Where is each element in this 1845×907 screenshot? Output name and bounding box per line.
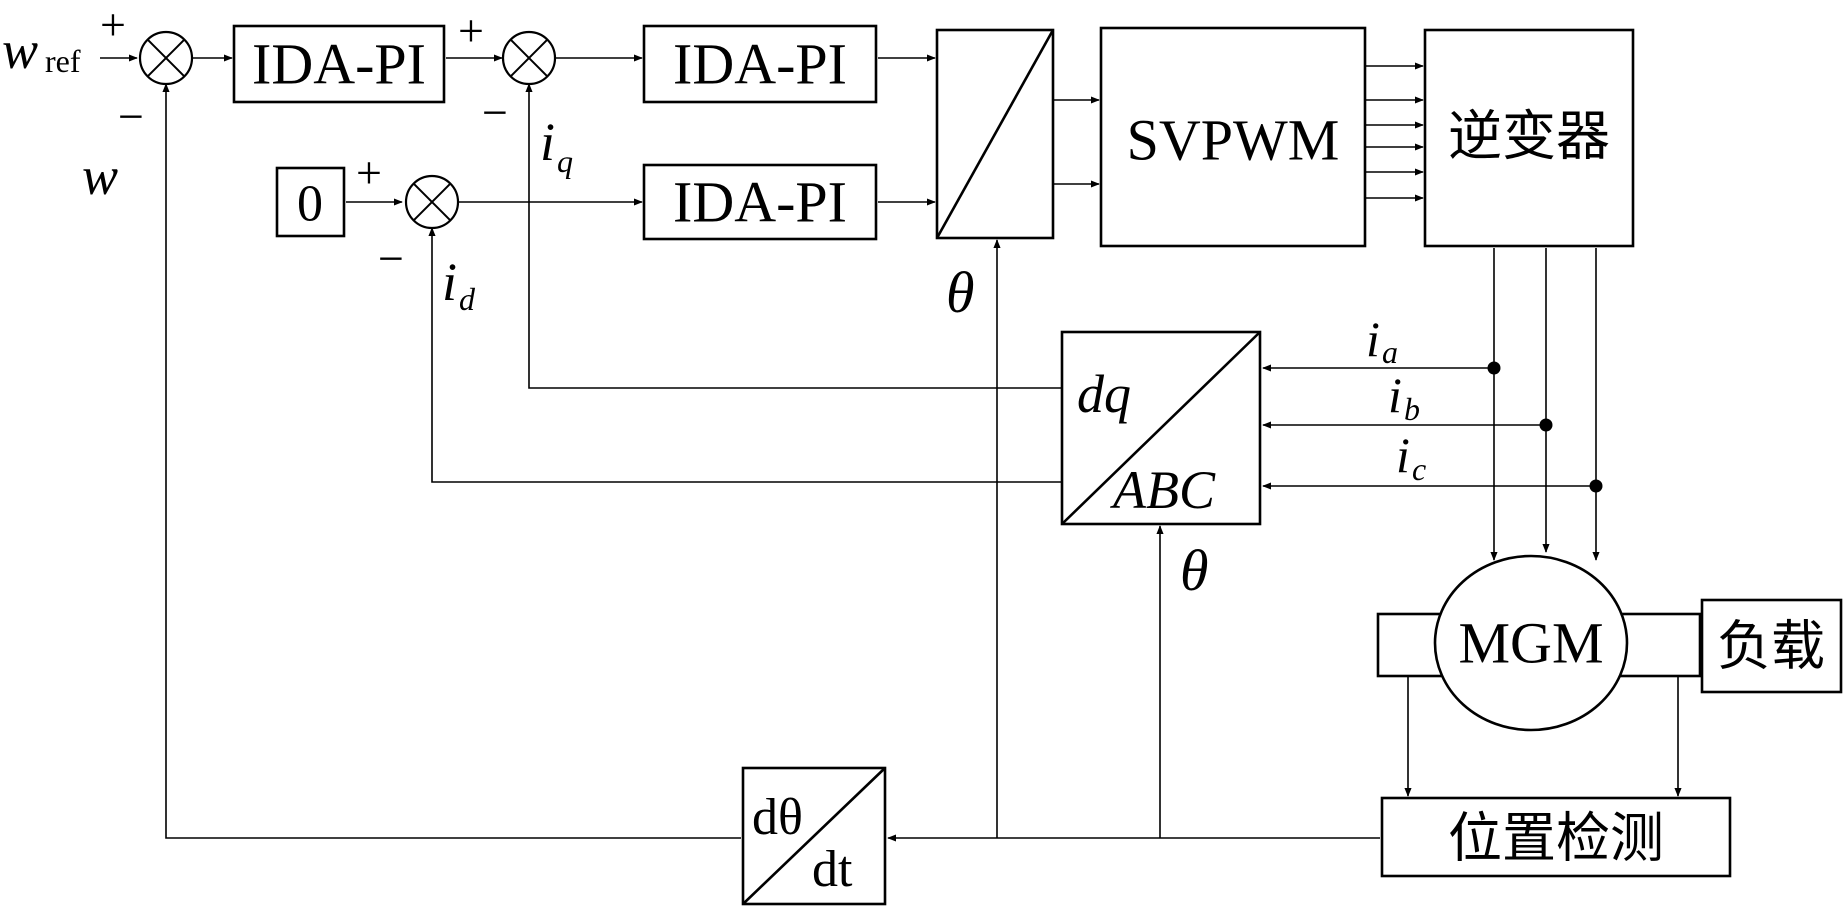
pi-speed-label: IDA-PI (252, 32, 426, 97)
svpwm-block: SVPWM (1099, 26, 1367, 248)
svg-text:ref: ref (45, 43, 81, 79)
derivative-numerator: dθ (752, 789, 803, 846)
sign-minus-id: − (378, 233, 404, 284)
svg-text:i: i (1366, 311, 1380, 367)
svg-text:w: w (2, 20, 38, 80)
inverter-block: 逆变器 (1423, 28, 1635, 248)
label-iq: i q (540, 112, 573, 179)
summer-iq (501, 30, 557, 86)
pi-iq-label: IDA-PI (673, 32, 847, 97)
inverter-label: 逆变器 (1448, 105, 1610, 168)
label-ia: i a (1366, 311, 1398, 370)
sign-plus-id: + (356, 147, 382, 198)
pi-id-block: IDA-PI (642, 163, 878, 241)
junction-dots (1487, 361, 1603, 493)
motor-body (1433, 554, 1629, 732)
load-block: 负载 (1700, 598, 1843, 694)
label-w-feedback: w (82, 146, 118, 206)
svg-text:i: i (1396, 427, 1410, 483)
park-diagonal (935, 29, 1055, 239)
label-ic: i c (1396, 427, 1426, 487)
sign-plus-iq: + (458, 5, 484, 56)
motor-assembly: MGM (1376, 554, 1702, 732)
summer-id (404, 174, 460, 230)
label-theta-clarke: θ (1180, 538, 1209, 603)
signal-wires (100, 54, 1682, 842)
label-id: i d (442, 252, 476, 317)
summer-speed (138, 30, 194, 86)
svg-text:c: c (1412, 451, 1426, 487)
svg-text:i: i (540, 112, 555, 172)
label-ib: i b (1388, 367, 1420, 427)
svg-text:b: b (1404, 391, 1420, 427)
clarke-diagonal (1061, 331, 1261, 525)
wire-iq-feedback (525, 83, 1061, 389)
sign-plus-speed: + (100, 0, 126, 50)
svg-text:i: i (442, 252, 457, 312)
load-label: 负载 (1717, 615, 1825, 678)
gate-signal-wires (1366, 62, 1424, 202)
wire-speed-feedback (162, 83, 741, 839)
zero-reference-block: 0 (275, 166, 346, 238)
svg-text:d: d (459, 281, 476, 317)
motor-label: MGM (1458, 611, 1603, 676)
pi-iq-block: IDA-PI (642, 24, 878, 104)
transform-abc-label: ABC (1110, 460, 1216, 520)
wire-id-feedback (428, 227, 1061, 483)
pi-speed-block: IDA-PI (232, 24, 446, 104)
svg-text:i: i (1388, 367, 1402, 423)
transform-dq-label: dq (1077, 364, 1131, 424)
derivative-diagonal (742, 767, 886, 905)
sign-minus-speed: − (118, 91, 144, 142)
svg-text:q: q (557, 143, 573, 179)
derivative-denominator: dt (812, 841, 853, 898)
sign-minus-iq: − (482, 87, 508, 138)
svg-text:a: a (1382, 334, 1398, 370)
inverse-park-block (935, 28, 1055, 240)
clarke-park-block: dq ABC (1060, 330, 1262, 526)
derivative-block: dθ dt (741, 766, 887, 906)
label-theta-park: θ (946, 260, 975, 325)
label-w-ref: w ref (2, 20, 81, 80)
zero-reference-label: 0 (297, 176, 323, 233)
svpwm-label: SVPWM (1127, 108, 1340, 173)
position-detection-block: 位置检测 (1380, 796, 1732, 878)
pi-id-label: IDA-PI (673, 170, 847, 235)
position-detection-label: 位置检测 (1448, 807, 1664, 870)
